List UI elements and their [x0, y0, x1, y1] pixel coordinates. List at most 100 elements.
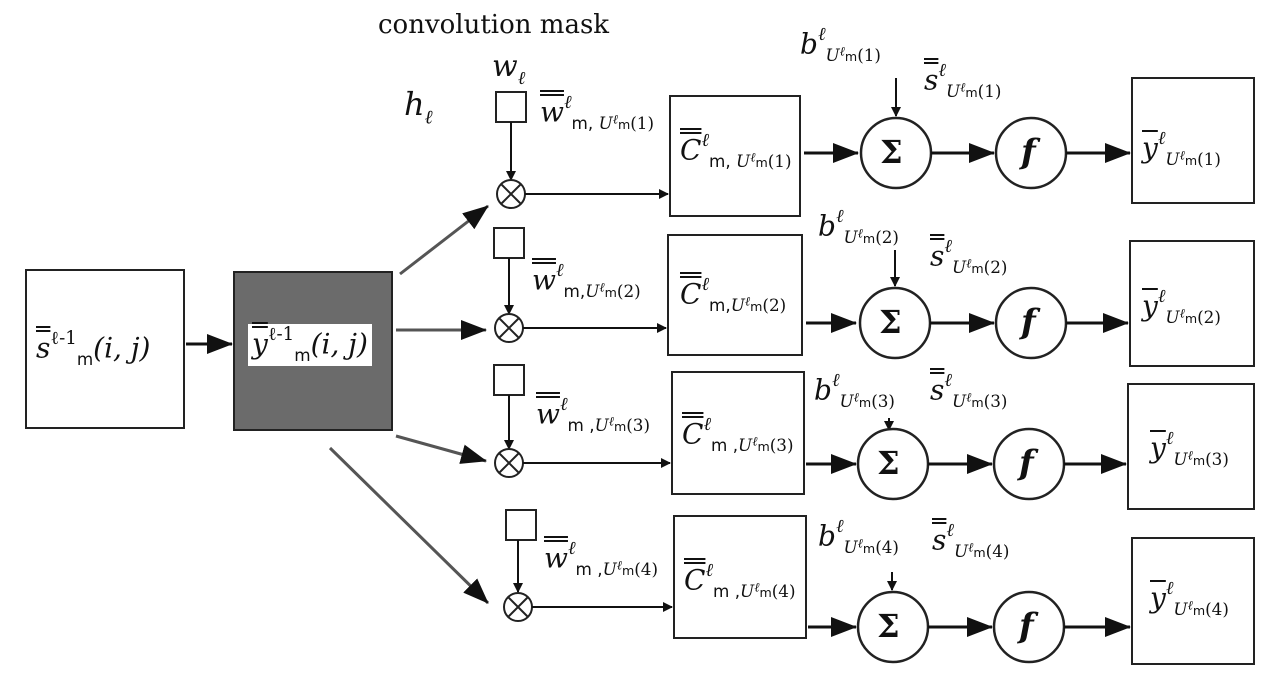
conv-Usub: m — [757, 439, 770, 455]
branch-arrow-4 — [328, 446, 490, 605]
sum-out-label-2: sℓUℓm(2) — [930, 236, 1008, 278]
output-Usup: ℓ — [1187, 447, 1193, 463]
row-1 — [495, 77, 1255, 217]
c-bar-symbol: C — [680, 133, 702, 167]
conv-U: U — [730, 295, 745, 316]
output-label-2: yℓUℓm(2) — [1142, 286, 1221, 328]
multiply-cross-b — [498, 452, 520, 474]
weight-square — [495, 91, 527, 123]
conv-sub: m , — [711, 435, 739, 456]
conv-idx: (3) — [769, 435, 794, 456]
weight-idx: (2) — [616, 281, 641, 302]
weight-U: U — [598, 113, 613, 134]
sum-symbol-4: Σ — [877, 607, 900, 645]
sum-idx: (4) — [985, 541, 1010, 562]
output-box — [1131, 77, 1255, 204]
bias-Usub: m — [844, 49, 858, 65]
output-Usup: ℓ — [1179, 305, 1185, 321]
w-label: wℓ — [492, 52, 525, 88]
weight-label-2: wℓm,Uℓm(2) — [532, 260, 641, 302]
w-symbol: w — [492, 49, 518, 84]
c-bar-symbol: C — [680, 277, 702, 311]
sum-idx: (1) — [977, 81, 1002, 102]
y-symbol: y — [252, 327, 268, 361]
output-box — [1129, 240, 1255, 367]
conv-U: U — [740, 581, 755, 602]
output-sup: ℓ — [1165, 578, 1174, 599]
conv-Usup: ℓ — [754, 579, 760, 595]
activation-symbol-1: f — [1021, 132, 1036, 172]
activation-symbol-2: f — [1021, 302, 1036, 342]
s-bar-symbol: s — [930, 373, 945, 407]
weight-Usub: m — [613, 419, 627, 435]
bias-Usub: m — [862, 541, 876, 557]
output-Usup: ℓ — [1187, 597, 1193, 613]
sum-Usub: m — [965, 85, 978, 101]
weight-Usup: ℓ — [599, 279, 605, 295]
weight-square — [505, 509, 537, 541]
sum-sup: ℓ — [944, 236, 952, 257]
sum-Usub: m — [971, 261, 984, 277]
multiply-cross-b — [507, 596, 529, 618]
y-bar-symbol: y — [1142, 289, 1158, 323]
sum-U: U — [945, 81, 961, 102]
bias-sup: ℓ — [817, 24, 826, 45]
s-bar-symbol: s — [932, 523, 947, 557]
weight-sup: ℓ — [559, 394, 568, 415]
bias-U: U — [843, 227, 858, 248]
conv-Usup: ℓ — [744, 293, 751, 309]
multiply-cross-b — [500, 183, 522, 205]
input-subscript: m — [76, 349, 94, 370]
output-sup: ℓ — [1157, 286, 1166, 307]
sum-Usup: ℓ — [960, 79, 966, 95]
b-symbol: b — [814, 373, 832, 407]
sum-Usup: ℓ — [966, 255, 972, 271]
weight-label-1: wℓm, Uℓm(1) — [540, 92, 654, 134]
sum-sup: ℓ — [946, 520, 954, 541]
conv-idx: (1) — [767, 151, 792, 172]
conv-label-1: Cℓm, Uℓm(1) — [680, 131, 792, 172]
row-2 — [493, 227, 1255, 367]
weight-square — [493, 227, 525, 259]
conv-sup: ℓ — [703, 414, 712, 435]
weight-sub: m, — [563, 281, 586, 302]
bias-idx: (2) — [875, 227, 899, 248]
sum-U: U — [953, 541, 969, 562]
s-symbol: s — [36, 331, 51, 365]
conv-box — [673, 515, 807, 639]
w-bar-symbol: w — [536, 397, 560, 431]
conv-idx: (2) — [762, 295, 787, 316]
weight-square — [493, 364, 525, 396]
conv-sub: m, — [709, 295, 731, 316]
sum-Usub: m — [971, 395, 984, 411]
conv-box — [667, 234, 803, 356]
sum-symbol-1: Σ — [880, 133, 903, 171]
output-U: U — [1165, 307, 1180, 328]
feature-superscript: ℓ-1 — [267, 324, 295, 345]
y-bar-symbol: y — [1150, 581, 1166, 615]
input-map-label: sℓ-1m(i, j) — [36, 329, 150, 370]
h-subscript: ℓ — [424, 105, 433, 129]
w-bar-symbol: w — [532, 263, 556, 297]
output-label-1: yℓUℓm(1) — [1142, 129, 1221, 168]
bias-U: U — [839, 391, 854, 412]
weight-sup: ℓ — [567, 538, 576, 559]
b-symbol: b — [818, 519, 836, 553]
weight-sup: ℓ — [563, 92, 572, 113]
bias-idx: (3) — [871, 391, 895, 412]
output-sup: ℓ — [1165, 428, 1174, 449]
sum-U: U — [951, 391, 967, 412]
weight-sup: ℓ — [555, 260, 564, 281]
output-idx: (4) — [1205, 599, 1229, 620]
c-bar-symbol: C — [682, 417, 704, 451]
conv-sub: m, — [709, 151, 737, 172]
input-map-box — [25, 269, 185, 429]
sum-U: U — [951, 257, 967, 278]
convolution-mask-caption: convolution mask — [378, 10, 610, 40]
bias-Usub: m — [858, 395, 872, 411]
sum-idx: (2) — [983, 257, 1008, 278]
output-Usub: m — [1192, 453, 1206, 469]
conv-idx: (4) — [771, 581, 796, 602]
s-bar-symbol: s — [930, 239, 945, 273]
